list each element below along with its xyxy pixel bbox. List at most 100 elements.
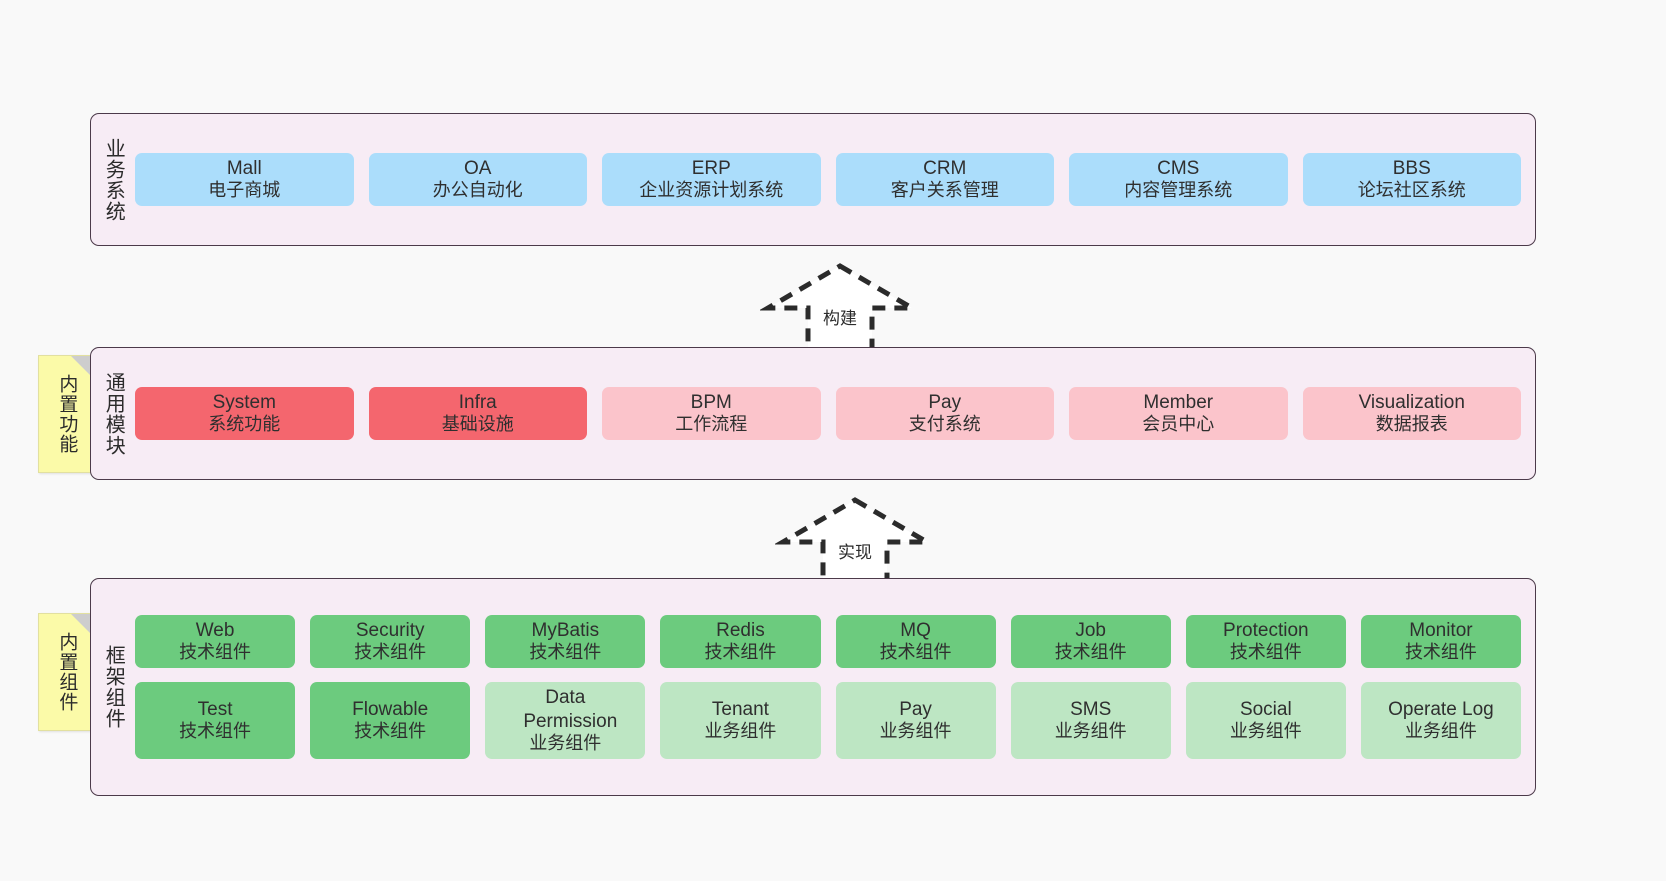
connector-implement: 实现 [775, 492, 935, 592]
node-member[interactable]: Member 会员中心 [1069, 386, 1288, 441]
node-desc: 业务组件 [1229, 721, 1302, 742]
connector-build: 构建 [760, 258, 920, 358]
node-desc: 技术组件 [879, 642, 952, 663]
sticky-note-builtin-component: 内置组件 [38, 613, 94, 731]
node-title: BPM [690, 391, 732, 413]
node-oa[interactable]: OA 办公自动化 [368, 152, 587, 207]
node-title: Operate Log [1388, 698, 1494, 720]
node-mall[interactable]: Mall 电子商城 [135, 152, 354, 207]
node-social[interactable]: Social 业务组件 [1185, 682, 1346, 759]
node-title: Mall [226, 157, 262, 179]
node-desc: 会员中心 [1142, 414, 1215, 435]
node-desc: 技术组件 [529, 642, 602, 663]
node-desc: 数据报表 [1375, 414, 1448, 435]
node-mq[interactable]: MQ 技术组件 [835, 615, 996, 669]
sticky-note-text: 内置功能 [56, 374, 78, 454]
node-title: System [212, 391, 276, 413]
node-title: Infra [458, 391, 497, 413]
node-title: Redis [716, 620, 765, 642]
node-cms[interactable]: CMS 内容管理系统 [1069, 152, 1288, 207]
node-pay-component[interactable]: Pay 业务组件 [835, 682, 996, 759]
layer-business-system: 业务系统 Mall 电子商城 OA 办公自动化 ERP 企业资源计划系统 CRM… [90, 113, 1536, 246]
node-flowable[interactable]: Flowable 技术组件 [310, 682, 471, 759]
node-tenant[interactable]: Tenant 业务组件 [660, 682, 821, 759]
node-desc: 技术组件 [1229, 642, 1302, 663]
node-title: MQ [900, 620, 931, 642]
node-mybatis[interactable]: MyBatis 技术组件 [485, 615, 646, 669]
node-desc: 论坛社区系统 [1357, 180, 1466, 201]
connector-label: 构建 [823, 309, 857, 328]
node-desc: 办公自动化 [432, 180, 523, 201]
node-title: Test [197, 698, 233, 720]
node-desc: 内容管理系统 [1124, 180, 1233, 201]
node-desc: 业务组件 [879, 721, 952, 742]
node-desc: 业务组件 [704, 721, 777, 742]
sticky-note-builtin-function: 内置功能 [38, 355, 94, 473]
node-title: ERP [691, 157, 731, 179]
connector-label: 实现 [838, 543, 872, 562]
node-desc: 基础设施 [441, 414, 514, 435]
sticky-note-text: 内置组件 [56, 632, 78, 712]
node-title: CMS [1157, 157, 1200, 179]
node-title: Pay [928, 391, 962, 413]
layer-body-framework-component: Web 技术组件 Security 技术组件 MyBatis 技术组件 Redi… [135, 579, 1535, 795]
node-bbs[interactable]: BBS 论坛社区系统 [1302, 152, 1521, 207]
node-desc: 技术组件 [179, 642, 252, 663]
node-desc: 电子商城 [208, 180, 281, 201]
node-redis[interactable]: Redis 技术组件 [660, 615, 821, 669]
node-title: Pay [899, 698, 932, 720]
node-visualization[interactable]: Visualization 数据报表 [1302, 386, 1521, 441]
node-infra[interactable]: Infra 基础设施 [368, 386, 587, 441]
node-desc: 客户关系管理 [890, 180, 999, 201]
node-title: Tenant [711, 698, 769, 720]
row-business-systems: Mall 电子商城 OA 办公自动化 ERP 企业资源计划系统 CRM 客户关系… [135, 152, 1521, 207]
node-desc: 技术组件 [354, 721, 427, 742]
node-title: Web [195, 620, 235, 642]
node-desc: 技术组件 [179, 721, 252, 742]
node-title: Data Permission [523, 687, 618, 732]
node-title: Protection [1223, 620, 1309, 642]
node-title: Flowable [352, 698, 429, 720]
node-title: BBS [1392, 157, 1431, 179]
node-desc: 业务组件 [1404, 721, 1477, 742]
node-bpm[interactable]: BPM 工作流程 [602, 386, 821, 441]
node-security[interactable]: Security 技术组件 [310, 615, 471, 669]
node-test[interactable]: Test 技术组件 [135, 682, 296, 759]
node-title: MyBatis [531, 620, 600, 642]
node-title: CRM [923, 157, 967, 179]
layer-common-module: 通用模块 System 系统功能 Infra 基础设施 BPM 工作流程 Pay… [90, 347, 1536, 480]
node-desc: 业务组件 [529, 732, 602, 753]
node-erp[interactable]: ERP 企业资源计划系统 [602, 152, 821, 207]
node-title: Job [1075, 620, 1106, 642]
layer-label-common-module: 通用模块 [102, 371, 125, 456]
layer-body-common-module: System 系统功能 Infra 基础设施 BPM 工作流程 Pay 支付系统… [135, 348, 1535, 479]
node-protection[interactable]: Protection 技术组件 [1185, 615, 1346, 669]
row-tech-components: Web 技术组件 Security 技术组件 MyBatis 技术组件 Redi… [135, 615, 1521, 669]
node-operate-log[interactable]: Operate Log 业务组件 [1360, 682, 1521, 759]
node-desc: 系统功能 [208, 414, 281, 435]
node-job[interactable]: Job 技术组件 [1010, 615, 1171, 669]
row-common-modules: System 系统功能 Infra 基础设施 BPM 工作流程 Pay 支付系统… [135, 386, 1521, 441]
node-web[interactable]: Web 技术组件 [135, 615, 296, 669]
layer-label-business-system: 业务系统 [102, 137, 125, 222]
node-title: Monitor [1409, 620, 1473, 642]
node-desc: 技术组件 [1054, 642, 1127, 663]
node-title: OA [464, 157, 492, 179]
node-crm[interactable]: CRM 客户关系管理 [835, 152, 1054, 207]
row-business-components: Test 技术组件 Flowable 技术组件 Data Permission … [135, 682, 1521, 759]
node-title: Security [355, 620, 425, 642]
layer-body-business-system: Mall 电子商城 OA 办公自动化 ERP 企业资源计划系统 CRM 客户关系… [135, 114, 1535, 245]
node-desc: 企业资源计划系统 [639, 180, 784, 201]
node-system[interactable]: System 系统功能 [135, 386, 354, 441]
node-title: Visualization [1358, 391, 1465, 413]
node-desc: 工作流程 [675, 414, 748, 435]
node-desc: 支付系统 [908, 414, 981, 435]
layer-label-framework-component: 框架组件 [102, 645, 125, 729]
node-title: Member [1143, 391, 1214, 413]
node-monitor[interactable]: Monitor 技术组件 [1360, 615, 1521, 669]
layer-framework-component: 框架组件 Web 技术组件 Security 技术组件 MyBatis 技术组件… [90, 578, 1536, 796]
node-data-permission[interactable]: Data Permission 业务组件 [485, 682, 646, 759]
node-sms[interactable]: SMS 业务组件 [1010, 682, 1171, 759]
node-pay[interactable]: Pay 支付系统 [835, 386, 1054, 441]
